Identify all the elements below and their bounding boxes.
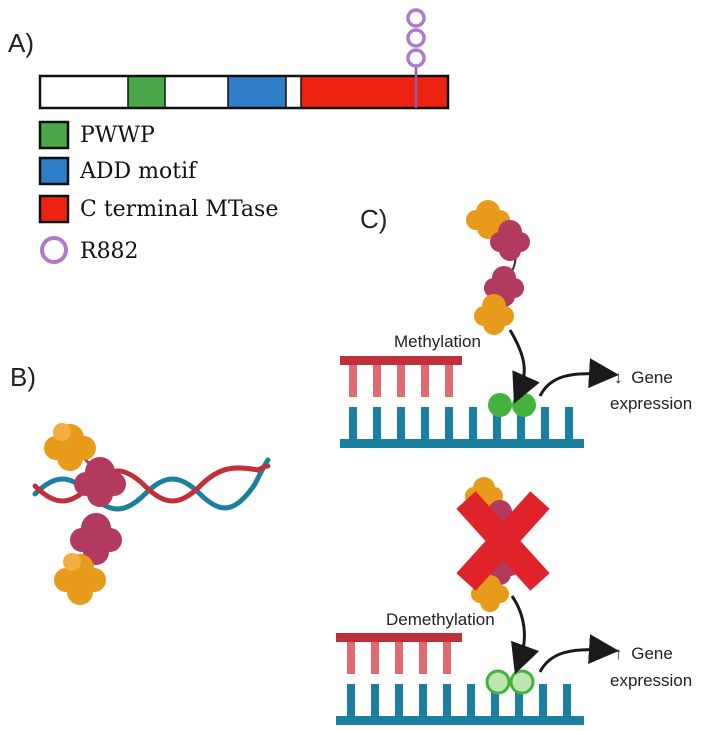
effect-text: expression (610, 671, 692, 690)
legend-label: C terminal MTase (80, 197, 278, 222)
empty-methyl-site (485, 669, 511, 695)
legend-swatch (38, 156, 70, 186)
enzyme-subunit-orange (471, 575, 509, 612)
effect-text: Gene (631, 644, 673, 663)
panel-a-label: A) (8, 28, 34, 58)
legend-label: R882 (80, 239, 139, 264)
effect-text: expression (610, 394, 692, 413)
enzyme-subunit-orange (474, 294, 514, 335)
methylation-label: Methylation (394, 332, 481, 351)
legend-label: PWWP (80, 123, 155, 148)
unmethylated-sites (485, 669, 535, 695)
legend-item-pwwp: PWWP (38, 120, 155, 150)
enzyme-subunit-maroon (74, 457, 126, 507)
panel-b-label: B) (10, 362, 36, 392)
r882-marker (406, 8, 426, 108)
demethylation-label: Demethylation (386, 610, 495, 629)
methylation-arrow (508, 329, 540, 404)
dnmt3a-complex-b (44, 423, 126, 605)
enzyme-subunit-orange (54, 553, 106, 605)
up-arrow-icon: ↑ (614, 644, 623, 663)
methylation-effect: ↓ Gene expression (610, 368, 692, 413)
methyl-group (512, 393, 536, 417)
dna-strand-pair-demethylation (336, 633, 584, 725)
effect-arrow (538, 634, 619, 673)
r882-circle (406, 48, 426, 68)
down-arrow-icon: ↓ (614, 368, 623, 387)
demethylation-effect: ↑ Gene expression (610, 644, 692, 690)
dna-strand-pair-methylation (340, 356, 584, 448)
protein-domain-bar (38, 74, 450, 110)
dna-strand-red (32, 463, 271, 504)
enzyme-subunit-orange (44, 423, 96, 471)
r882-circle (406, 28, 426, 48)
legend-swatch (38, 194, 70, 224)
enzyme-subunit-maroon (490, 220, 530, 261)
enzyme-subunit-maroon (70, 513, 122, 565)
dna-top-strand (340, 356, 462, 365)
legend-item-r882: R882 (40, 236, 139, 264)
pwwp-domain (128, 77, 165, 107)
legend: PWWP ADD motif C terminal MTase R882 (38, 120, 278, 264)
effect-arrow (538, 358, 619, 397)
legend-item-add-motif: ADD motif (38, 156, 198, 186)
legend-swatch (40, 236, 68, 264)
inhibition-cross-icon (456, 491, 550, 591)
legend-label: ADD motif (79, 159, 198, 184)
effect-direction-up: ↑ Gene (614, 644, 673, 663)
dnmt3a-complex-methylation (466, 200, 530, 335)
legend-item-c-terminal-mtase: C terminal MTase (38, 194, 278, 224)
legend-swatch (38, 120, 70, 150)
panel-c-label: C) (360, 204, 387, 234)
demethylation-arrow (510, 595, 540, 675)
enzyme-subunit-orange (466, 200, 510, 239)
dna-top-strand (336, 633, 462, 642)
dna-bottom-strand (340, 439, 584, 448)
methyl-group (488, 393, 512, 417)
empty-methyl-site (509, 669, 535, 695)
r882-circle (406, 8, 426, 28)
mtase-domain (301, 77, 447, 107)
effect-direction-down: ↓ Gene (614, 368, 673, 387)
methyl-groups (488, 393, 536, 417)
effect-text: Gene (631, 368, 673, 387)
add-domain (228, 77, 286, 107)
dna-bottom-strand (336, 716, 584, 725)
